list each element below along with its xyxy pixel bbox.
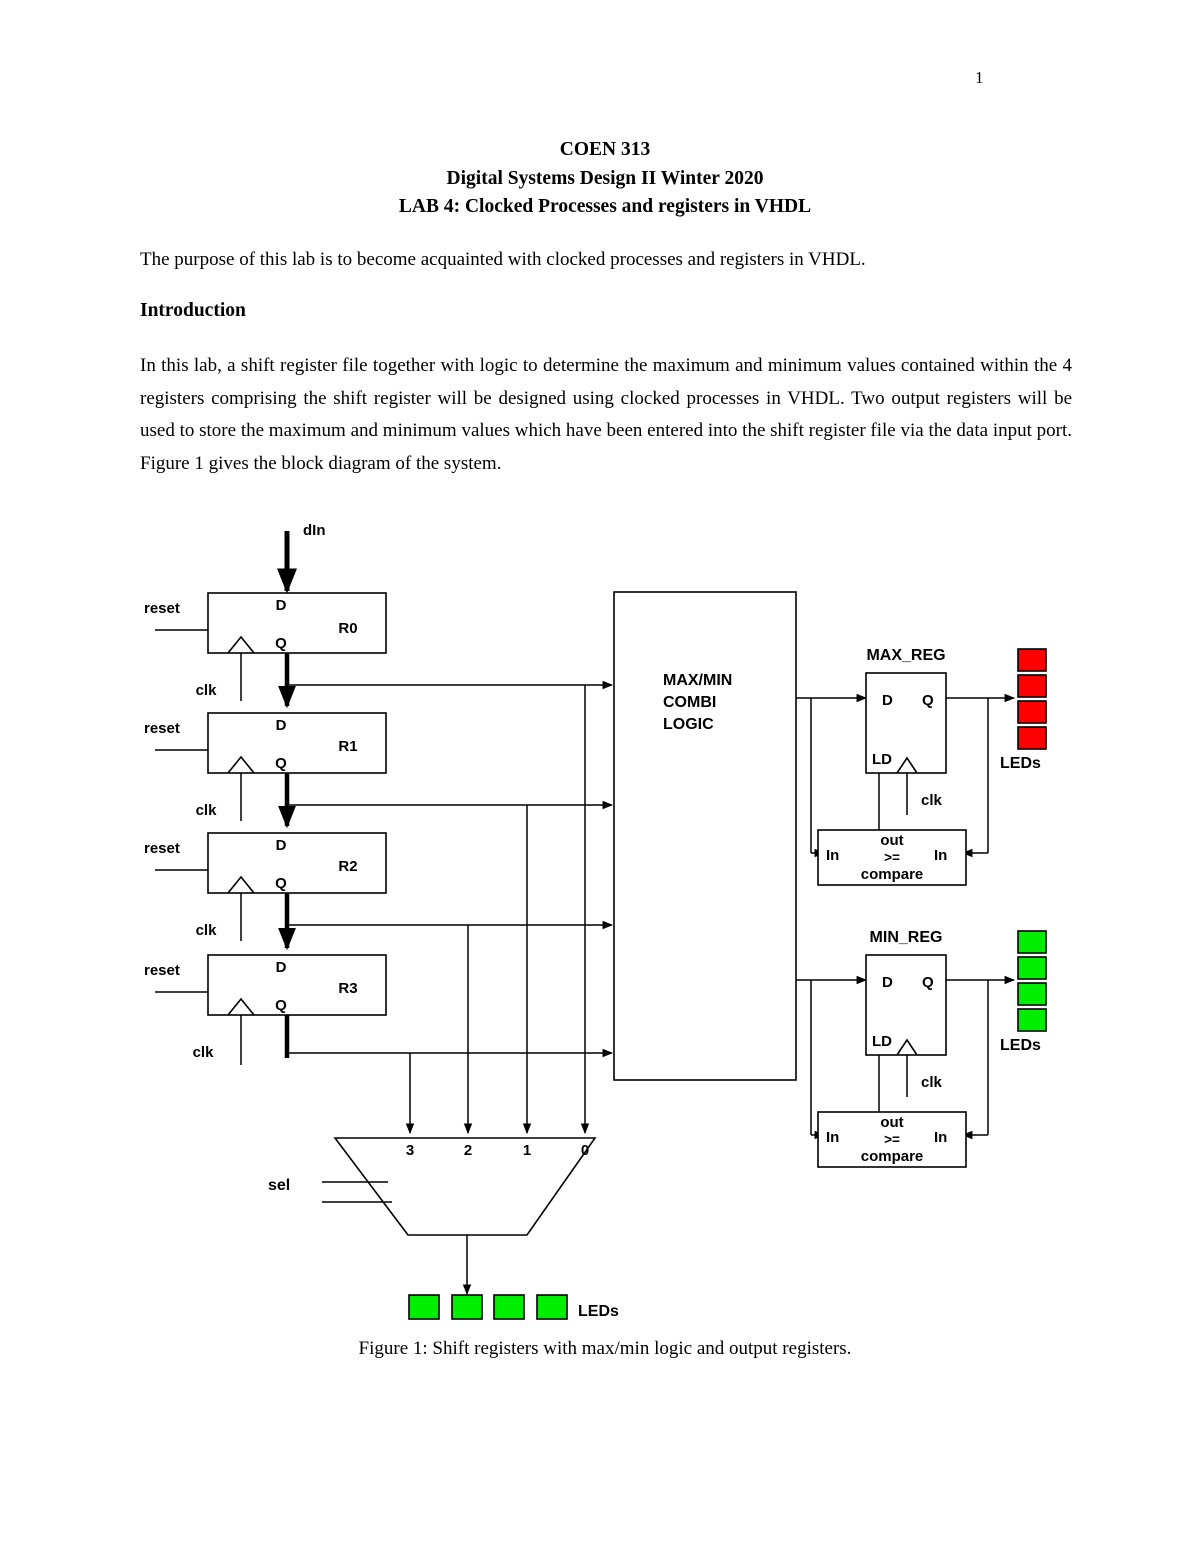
page-number: 1 [975,68,984,87]
figure-caption: Figure 1: Shift registers with max/min l… [358,1338,852,1359]
mux-input-2-label: 2 [464,1142,472,1159]
min-led-4 [1017,1008,1047,1032]
max-compare-in-left-label: In [826,847,839,864]
max-led-4 [1017,726,1047,750]
r3-name-label: R3 [338,980,357,997]
min-reg-clk-label: clk [921,1074,943,1091]
min-compare-out-label: out [880,1114,903,1131]
combi-line-2: COMBI [663,694,716,711]
output-multiplexer: 3 2 1 0 sel LEDs [268,1137,619,1320]
title-line-3: LAB 4: Clocked Processes and registers i… [398,196,812,217]
r1-d-label: D [276,717,287,734]
min-led-1 [1017,930,1047,954]
register-r0: D Q R0 reset clk [144,592,387,701]
max-reg-q-label: Q [922,692,934,709]
mux-led-4 [536,1294,568,1320]
r0-d-label: D [276,597,287,614]
min-compare-name-label: compare [861,1148,924,1165]
r1-reset-label: reset [144,720,180,737]
document-title: COEN 313 Digital Systems Design II Winte… [140,136,1070,222]
max-led-2 [1017,674,1047,698]
mux-led-3 [493,1294,525,1320]
min-reg-q-label: Q [922,974,934,991]
mux-led-1 [408,1294,440,1320]
r2-d-label: D [276,837,287,854]
mux-input-3-label: 3 [406,1142,414,1159]
mux-input-wires [405,685,590,1135]
min-compare-in-right-label: In [934,1129,947,1146]
r1-q-label: Q [275,755,287,772]
max-min-combi-logic-block: MAX/MIN COMBI LOGIC [613,591,797,1081]
r1-clk-label: clk [196,802,218,819]
min-reg-ld-label: LD [872,1033,892,1050]
figure-1-block-diagram: dIn D Q R0 reset clk D Q [0,505,1200,1335]
min-compare-op-label: >= [884,1132,900,1147]
lead-paragraph: The purpose of this lab is to become acq… [140,249,866,270]
min-reg-d-label: D [882,974,893,991]
register-output-taps [287,680,614,1058]
r0-name-label: R0 [338,620,357,637]
max-led-1 [1017,648,1047,672]
r0-clk-label: clk [196,682,218,699]
r2-name-label: R2 [338,858,357,875]
max-compare-name-label: compare [861,866,924,883]
max-leds-label: LEDs [1000,755,1041,772]
mux-sel-label: sel [268,1177,290,1194]
title-line-2: Digital Systems Design II Winter 2020 [446,167,764,189]
section-heading-introduction: Introduction [140,300,246,321]
max-compare-op-label: >= [884,850,900,865]
r2-q-label: Q [275,875,287,892]
r1-name-label: R1 [338,738,357,755]
r3-q-label: Q [275,997,287,1014]
register-r2: D Q R2 reset clk [144,832,387,941]
title-line-1: COEN 313 [559,139,651,160]
r3-d-label: D [276,959,287,976]
min-led-3 [1017,982,1047,1006]
r2-reset-label: reset [144,840,180,857]
min-compare-in-left-label: In [826,1129,839,1146]
mux-input-1-label: 1 [523,1142,531,1159]
combi-line-1: MAX/MIN [663,672,732,689]
register-r1: D Q R1 reset clk [144,712,387,821]
min-reg-title: MIN_REG [870,929,943,946]
max-led-3 [1017,700,1047,724]
body-paragraph: In this lab, a shift register file toget… [140,355,1072,474]
min-reg-group: MIN_REG D Q LD clk out In In >= [796,929,1047,1168]
combi-line-3: LOGIC [663,716,714,733]
r0-reset-label: reset [144,600,180,617]
mux-leds-label: LEDs [578,1303,619,1320]
max-reg-ld-label: LD [872,751,892,768]
min-leds-label: LEDs [1000,1037,1041,1054]
r3-reset-label: reset [144,962,180,979]
r0-q-label: Q [275,635,287,652]
mux-led-2 [451,1294,483,1320]
max-compare-in-right-label: In [934,847,947,864]
min-led-2 [1017,956,1047,980]
max-reg-title: MAX_REG [866,647,945,664]
r2-clk-label: clk [196,922,218,939]
max-reg-group: MAX_REG D Q LD clk [796,647,1047,886]
din-label: dIn [303,522,326,539]
r3-clk-label: clk [193,1044,215,1061]
din-input: dIn [277,522,326,594]
max-compare-out-label: out [880,832,903,849]
max-reg-d-label: D [882,692,893,709]
register-r3: D Q R3 reset clk [144,954,387,1065]
mux-input-0-label: 0 [581,1142,589,1159]
max-reg-clk-label: clk [921,792,943,809]
